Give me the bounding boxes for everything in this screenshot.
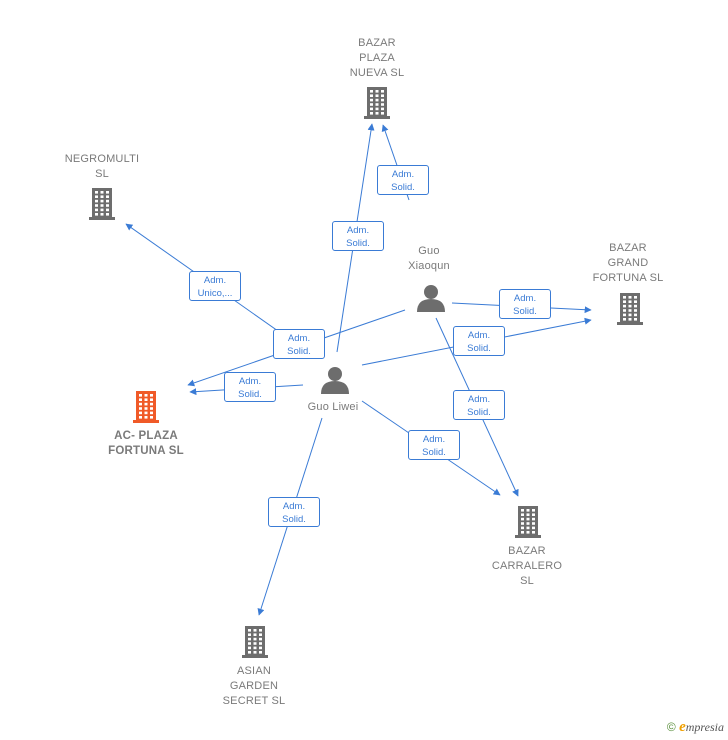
edge-label-line: Adm. [287,333,311,344]
edge-label-line: Solid. [391,182,415,193]
node-label-negromulti[interactable]: NEGROMULTI SL [64,153,140,180]
node-label-bazar-grand[interactable]: BAZAR GRAND FORTUNA SL [592,242,664,284]
edge-label-line: Solid. [467,407,491,418]
edge-label-guo-liwei-to-bazar-carralero[interactable]: Adm. Solid. [408,430,460,460]
edge-label-line: Adm. [346,225,370,236]
edge-label-guo-xiaoqun-to-bazar-grand[interactable]: Adm. Solid. [499,289,551,319]
edge-label-line: Unico,... [197,288,233,299]
edge-label-line: Solid. [422,447,446,458]
edge-label-line: Solid. [467,343,491,354]
node-label-asian-garden[interactable]: ASIAN GARDEN SECRET SL [222,665,286,707]
edge-label-guo-xiaoqun-to-ac-plaza[interactable]: Adm. Solid. [273,329,325,359]
edge-label-guo-xiaoqun-to-bazar-plaza[interactable]: Adm. Solid. [377,165,429,195]
edge-label-guo-liwei-to-asian-garden[interactable]: Adm. Solid. [268,497,320,527]
edge-label-line: Adm. [422,434,446,445]
edge-label-line: Adm. [238,376,262,387]
edge-label-line: Solid. [238,389,262,400]
edge-label-guo-liwei-to-bazar-plaza[interactable]: Adm. Solid. [332,221,384,251]
node-label-guo-xiaoqun[interactable]: Guo Xiaoqun [408,245,450,272]
guo-liwei-person-icon[interactable] [321,367,349,394]
node-label-guo-liwei[interactable]: Guo Liwei [307,401,359,413]
edge-label-line: Adm. [467,394,491,405]
node-label-bazar-carralero[interactable]: BAZAR CARRALERO SL [491,545,563,587]
brand-footer[interactable]: © empresia [667,719,724,736]
edge-label-line: Solid. [346,238,370,249]
copyright-symbol: © [666,720,676,734]
negromulti-building-icon[interactable] [89,188,115,220]
edge-label-guo-liwei-to-bazar-grand[interactable]: Adm. Solid. [453,326,505,356]
edge-label-line: Solid. [287,346,311,357]
bazar-plaza-building-icon[interactable] [364,87,390,119]
empresia-logo: empresia [679,719,724,735]
asian-garden-building-icon[interactable] [242,626,268,658]
edge-label-line: Adm. [282,501,306,512]
bazar-carralero-building-icon[interactable] [515,506,541,538]
edge-label-guo-xiaoqun-to-bazar-carralero[interactable]: Adm. Solid. [453,390,505,420]
edge-label-line: Adm. [391,169,415,180]
edge-label-guo-liwei-to-ac-plaza[interactable]: Adm. Solid. [224,372,276,402]
node-label-ac-plaza[interactable]: AC- PLAZA FORTUNA SL [108,430,184,457]
edge-label-line: Solid. [513,306,537,317]
edge-label-line: Adm. [467,330,491,341]
edge-label-line: Adm. [513,293,537,304]
ac-plaza-building-icon[interactable] [133,391,159,423]
guo-xiaoqun-person-icon[interactable] [417,285,445,312]
edge-label-line: Solid. [282,514,306,525]
node-label-bazar-plaza[interactable]: BAZAR PLAZA NUEVA SL [349,37,405,79]
edge-label-guo-liwei-to-negromulti[interactable]: Adm. Unico,... [189,271,241,301]
edge-label-line: Adm. [203,275,227,286]
bazar-grand-building-icon[interactable] [617,293,643,325]
